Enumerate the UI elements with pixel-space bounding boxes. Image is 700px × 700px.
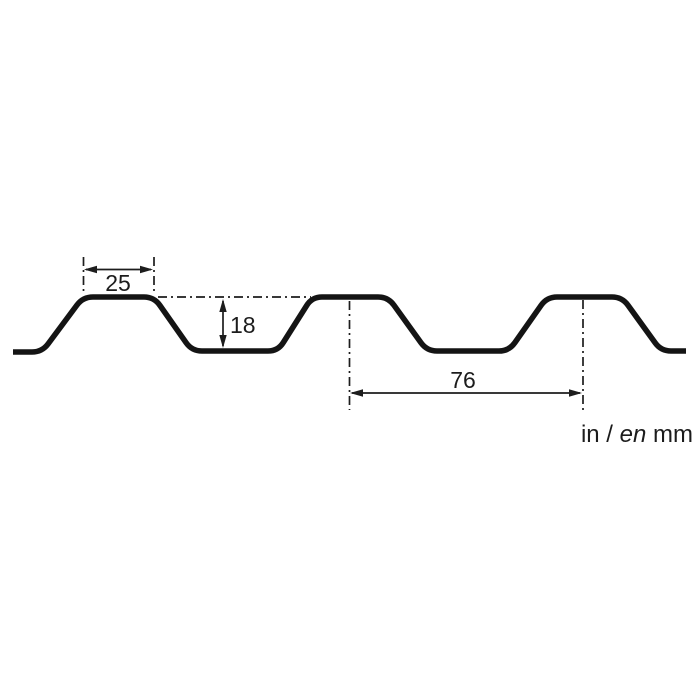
dimension-crest-width: 25 [84,265,153,296]
extension-lines [82,257,584,412]
units-label: in / en mm [581,421,693,448]
arrowhead-76-left [350,389,363,397]
profile-outline [13,294,686,355]
dim-label-18: 18 [230,312,256,338]
arrowhead-25-right [140,265,153,274]
units-label-mm: mm [646,421,693,448]
arrowhead-25-left [84,265,97,274]
units-label-en: en [620,421,647,448]
dim-label-25: 25 [105,270,131,296]
arrowhead-18-bottom [219,335,227,348]
units-label-in: in / [581,421,620,448]
dim-label-76: 76 [450,367,476,393]
dimension-profile-height: 18 [219,299,256,348]
arrowhead-76-right [569,389,582,397]
arrowhead-18-top [219,299,227,312]
dimension-pitch: 76 [350,367,582,397]
